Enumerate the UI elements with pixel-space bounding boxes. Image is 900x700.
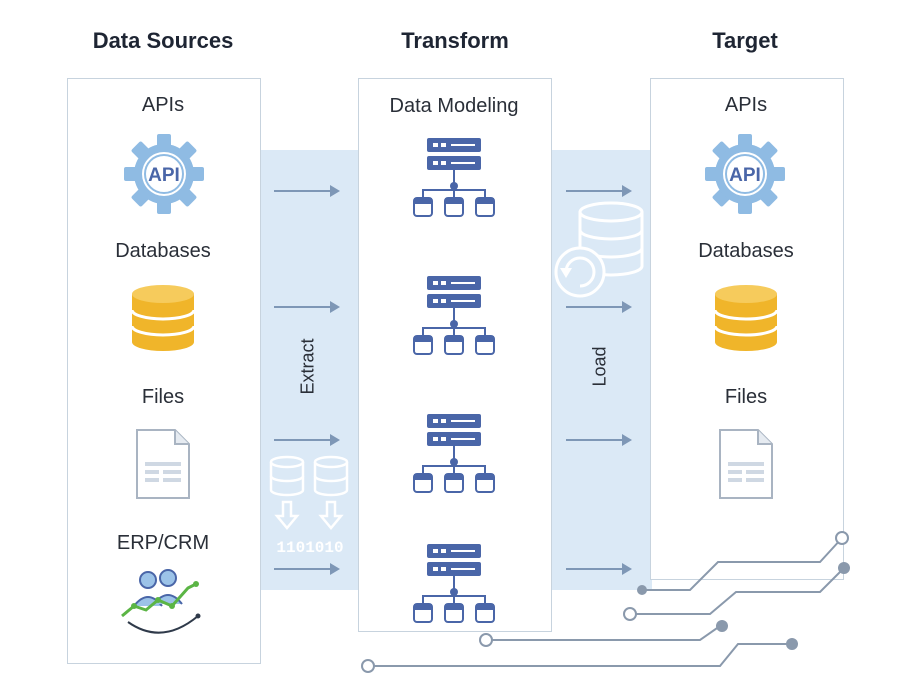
source-files-label: Files — [141, 386, 185, 408]
target-api-gear-icon: API — [703, 132, 787, 216]
circuit-lines-decoration — [350, 520, 870, 690]
data-model-server-icon-3 — [411, 412, 497, 496]
extract-arrow-1-icon — [274, 184, 342, 198]
load-database-sync-icon — [552, 198, 648, 302]
source-databases-label: Databases — [115, 240, 211, 262]
load-arrow-2-icon — [566, 300, 634, 314]
extract-arrow-3-icon — [274, 433, 342, 447]
database-icon — [130, 284, 196, 352]
extract-band — [258, 150, 360, 590]
target-title: Target — [712, 28, 778, 53]
load-band — [549, 150, 652, 590]
extract-arrow-4-icon — [274, 562, 342, 576]
target-database-icon — [713, 284, 779, 352]
data-sources-title: Data Sources — [92, 28, 234, 53]
extract-arrow-2-icon — [274, 300, 342, 314]
target-file-icon — [718, 428, 774, 500]
extract-label: Extract — [297, 338, 318, 395]
load-arrow-4-icon — [566, 562, 634, 576]
api-icon-text: API — [148, 165, 180, 186]
data-model-server-icon-1 — [411, 136, 497, 220]
transform-title: Transform — [401, 28, 509, 53]
api-gear-icon: API — [122, 132, 206, 216]
source-erp-crm-label: ERP/CRM — [116, 532, 210, 554]
extract-database-binary-icon: 1101010 — [265, 452, 355, 558]
load-arrow-3-icon — [566, 433, 634, 447]
source-apis-label: APIs — [141, 94, 185, 116]
data-model-server-icon-2 — [411, 274, 497, 358]
data-model-server-icon-4 — [411, 542, 497, 626]
load-label: Load — [589, 346, 610, 387]
erp-crm-people-chart-icon — [118, 566, 208, 640]
file-icon — [135, 428, 191, 500]
data-modeling-label: Data Modeling — [389, 95, 519, 117]
binary-text: 1101010 — [276, 539, 343, 557]
load-arrow-1-icon — [566, 184, 634, 198]
target-apis-label: APIs — [724, 94, 768, 116]
target-databases-label: Databases — [698, 240, 794, 262]
target-api-icon-text: API — [729, 165, 761, 186]
target-files-label: Files — [724, 386, 768, 408]
